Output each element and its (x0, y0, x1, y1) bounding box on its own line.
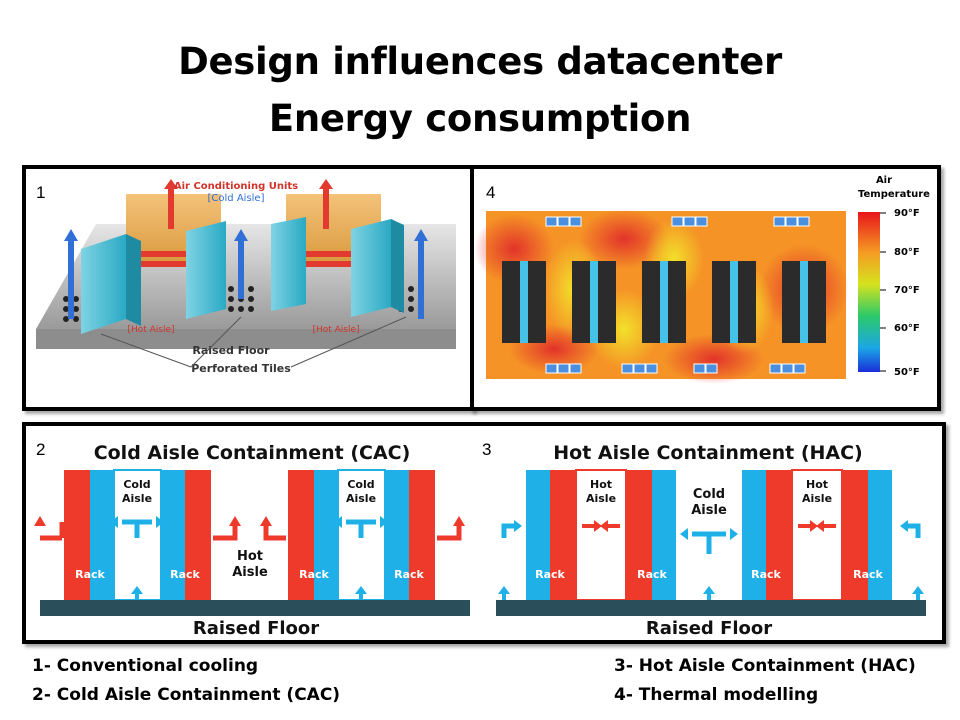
hac-hot-aisle-label-2: Hot (806, 478, 828, 491)
hac-rack-label-2: Rack (637, 568, 667, 581)
cac-hot-aisle-label: Hot (237, 549, 263, 564)
caption-2: 2- Cold Aisle Containment (CAC) (32, 685, 341, 705)
cac-cold-aisle-label-2: Cold (347, 478, 374, 491)
panel-number: 1 (36, 183, 46, 202)
legend-tick-70: 70°F (894, 285, 920, 296)
legend-title-line-1: Air (876, 175, 892, 186)
hac-arrows (498, 520, 924, 604)
cac-rack-label-2: Rack (170, 568, 200, 581)
panel-conventional-cooling: 1 (22, 165, 474, 411)
label-raised-floor: Raised Floor (192, 344, 270, 357)
cac-cold-aisle-label-1b: Aisle (122, 492, 152, 505)
hac-cold-aisle-label: Cold (693, 487, 725, 502)
legend-tick-80: 80°F (894, 247, 920, 258)
legend-tick-90: 90°F (894, 208, 920, 219)
cac-rack-label-1: Rack (75, 568, 105, 581)
cac-raised-floor (40, 600, 470, 616)
page-title-line-1: Design influences datacenter (178, 40, 782, 83)
conventional-cooling-diagram: Air Conditioning Units [Cold Aisle] [Hot… (36, 179, 456, 375)
leader-lines (100, 316, 407, 368)
hac-hot-aisle-label-1b: Aisle (586, 492, 616, 505)
cac-racks (64, 469, 435, 601)
panel-number: 4 (486, 183, 496, 202)
cac-rack-label-4: Rack (394, 568, 424, 581)
label-perforated-tiles: Perforated Tiles (191, 362, 291, 375)
cac-hot-aisle-label-b: Aisle (232, 565, 268, 580)
caption-3: 3- Hot Aisle Containment (HAC) (614, 656, 916, 676)
panel-containment: 2 3 Cold Aisle Containment (CAC) Cold Ai… (22, 422, 946, 644)
hac-rack-label-3: Rack (751, 568, 781, 581)
label-ac-units: Air Conditioning Units (174, 181, 298, 192)
legend-color-bar (858, 212, 880, 372)
label-hot-aisle-right: [Hot Aisle] (312, 325, 359, 335)
cac-rack-label-3: Rack (299, 568, 329, 581)
containment-diagrams: Cold Aisle Containment (CAC) Cold Aisle … (34, 442, 926, 639)
legend-tick-50: 50°F (894, 367, 920, 378)
hac-rack-label-4: Rack (853, 568, 883, 581)
server-racks (81, 217, 404, 334)
cac-heading: Cold Aisle Containment (CAC) (94, 442, 411, 464)
hac-rack-label-1: Rack (535, 568, 565, 581)
cac-arrows (34, 516, 465, 604)
cac-cold-aisle-label-1: Cold (123, 478, 150, 491)
airflow-arrows (68, 189, 424, 319)
cac-cold-aisle-label-2b: Aisle (346, 492, 376, 505)
thermal-heatmap: Air Temperature 90°F 80°F 70°F 60°F 50°F (474, 175, 930, 384)
page-title-line-2: Energy consumption (268, 97, 692, 140)
caption-1: 1- Conventional cooling (32, 656, 259, 676)
legend-title-line-2: Temperature (858, 189, 930, 200)
hac-cold-aisle-label-b: Aisle (691, 503, 727, 518)
panel-number-2: 2 (36, 440, 46, 459)
panel-number-3: 3 (482, 440, 492, 459)
hac-floor-label: Raised Floor (646, 618, 772, 639)
hac-racks (526, 469, 892, 601)
hac-raised-floor (496, 600, 926, 616)
panel-thermal-modelling: 4 (470, 165, 941, 411)
cac-floor-label: Raised Floor (193, 618, 319, 639)
hac-heading: Hot Aisle Containment (HAC) (553, 442, 862, 464)
caption-4: 4- Thermal modelling (614, 685, 819, 705)
hac-hot-aisle-label-2b: Aisle (802, 492, 832, 505)
legend-tick-60: 60°F (894, 323, 920, 334)
floor-edge (36, 329, 456, 349)
label-cold-aisle: [Cold Aisle] (208, 193, 265, 204)
heatmap-crac-units (545, 216, 810, 374)
heatmap-racks (502, 261, 826, 343)
hac-hot-aisle-label-1: Hot (590, 478, 612, 491)
label-hot-aisle-left: [Hot Aisle] (127, 325, 174, 335)
